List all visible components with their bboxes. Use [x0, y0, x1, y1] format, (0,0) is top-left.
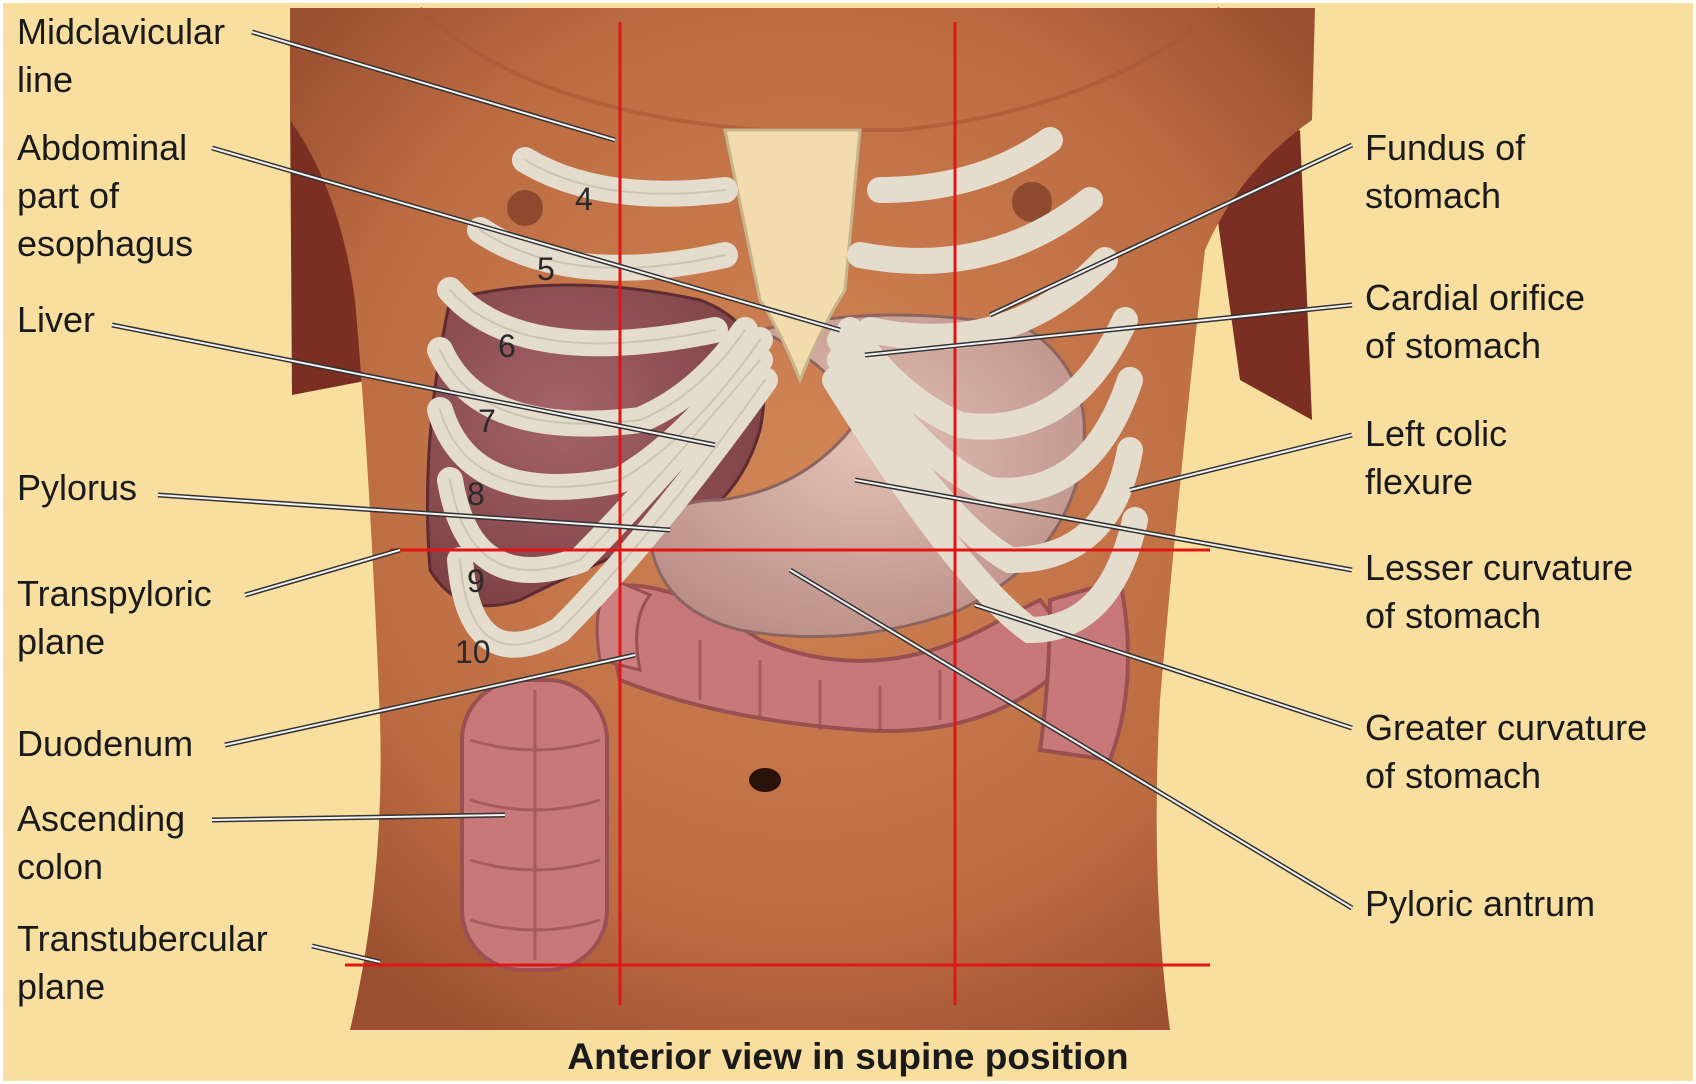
rib-number-7: 7 — [478, 403, 496, 439]
label-greater-curvature: Greater curvature of stomach — [1365, 704, 1647, 800]
rib-number-6: 6 — [498, 328, 516, 364]
label-midclavicular-line: Midclavicular line — [17, 8, 225, 104]
label-duodenum: Duodenum — [17, 720, 193, 768]
rib-number-8: 8 — [467, 476, 485, 512]
rib-number-5: 5 — [537, 251, 555, 287]
label-ascending-colon: Ascending colon — [17, 795, 185, 891]
right-nipple — [507, 190, 543, 226]
figure-caption: Anterior view in supine position — [0, 1036, 1696, 1078]
label-fundus-of-stomach: Fundus of stomach — [1365, 124, 1525, 220]
label-pyloric-antrum: Pyloric antrum — [1365, 880, 1595, 928]
label-pylorus: Pylorus — [17, 464, 137, 512]
label-abdominal-esophagus: Abdominal part of esophagus — [17, 124, 193, 268]
label-left-colic-flexure: Left colic flexure — [1365, 410, 1507, 506]
label-transtubercular-plane: Transtubercular plane — [17, 915, 268, 1011]
label-cardial-orifice: Cardial orifice of stomach — [1365, 274, 1585, 370]
label-transpyloric-plane: Transpyloric plane — [17, 570, 212, 666]
rib-number-10: 10 — [455, 634, 491, 670]
rib-number-9: 9 — [467, 563, 485, 599]
label-liver: Liver — [17, 296, 95, 344]
rib-number-4: 4 — [575, 181, 593, 217]
navel — [749, 768, 781, 792]
label-lesser-curvature: Lesser curvature of stomach — [1365, 544, 1633, 640]
